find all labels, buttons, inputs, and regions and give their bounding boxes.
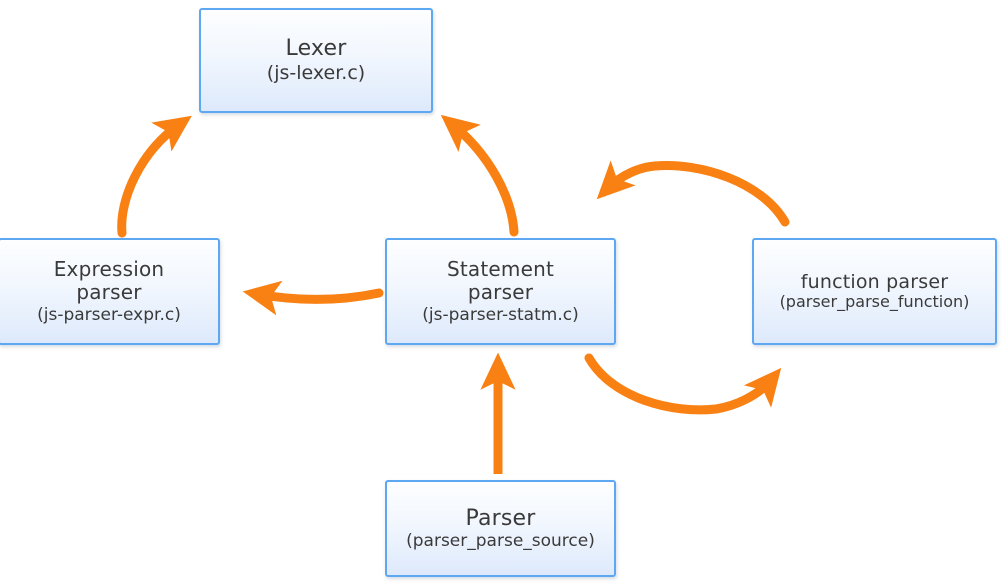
node-expression-parser-subtitle: (js-parser-expr.c) — [37, 305, 181, 326]
node-parser-subtitle: (parser_parse_source) — [406, 531, 595, 552]
node-expression-parser-title-line1: Expression — [53, 256, 165, 281]
node-lexer-subtitle: (js-lexer.c) — [266, 62, 366, 85]
node-statement-parser-title-line2: parser — [467, 280, 534, 305]
node-parser-title: Parser — [465, 505, 536, 531]
node-statement-parser[interactable]: Statement parser (js-parser-statm.c) — [385, 238, 616, 345]
arrow-statement-to-function — [584, 353, 782, 415]
node-statement-parser-title-line1: Statement — [446, 256, 555, 281]
node-lexer[interactable]: Lexer (js-lexer.c) — [199, 8, 433, 113]
node-parser[interactable]: Parser (parser_parse_source) — [385, 480, 616, 577]
node-expression-parser[interactable]: Expression parser (js-parser-expr.c) — [0, 238, 220, 345]
arrow-expression-to-lexer — [117, 115, 192, 238]
node-statement-parser-subtitle: (js-parser-statm.c) — [422, 305, 579, 326]
arrow-statement-to-expression — [242, 280, 384, 316]
arrow-function-to-statement — [596, 160, 790, 227]
node-expression-parser-title-line2: parser — [76, 280, 142, 305]
node-lexer-title: Lexer — [285, 36, 347, 62]
node-function-parser-subtitle: (parser_parse_function) — [779, 292, 970, 312]
node-function-parser-title: function parser — [800, 270, 949, 293]
node-function-parser[interactable]: function parser (parser_parse_function) — [752, 238, 997, 345]
arrow-statement-to-lexer — [440, 114, 519, 237]
